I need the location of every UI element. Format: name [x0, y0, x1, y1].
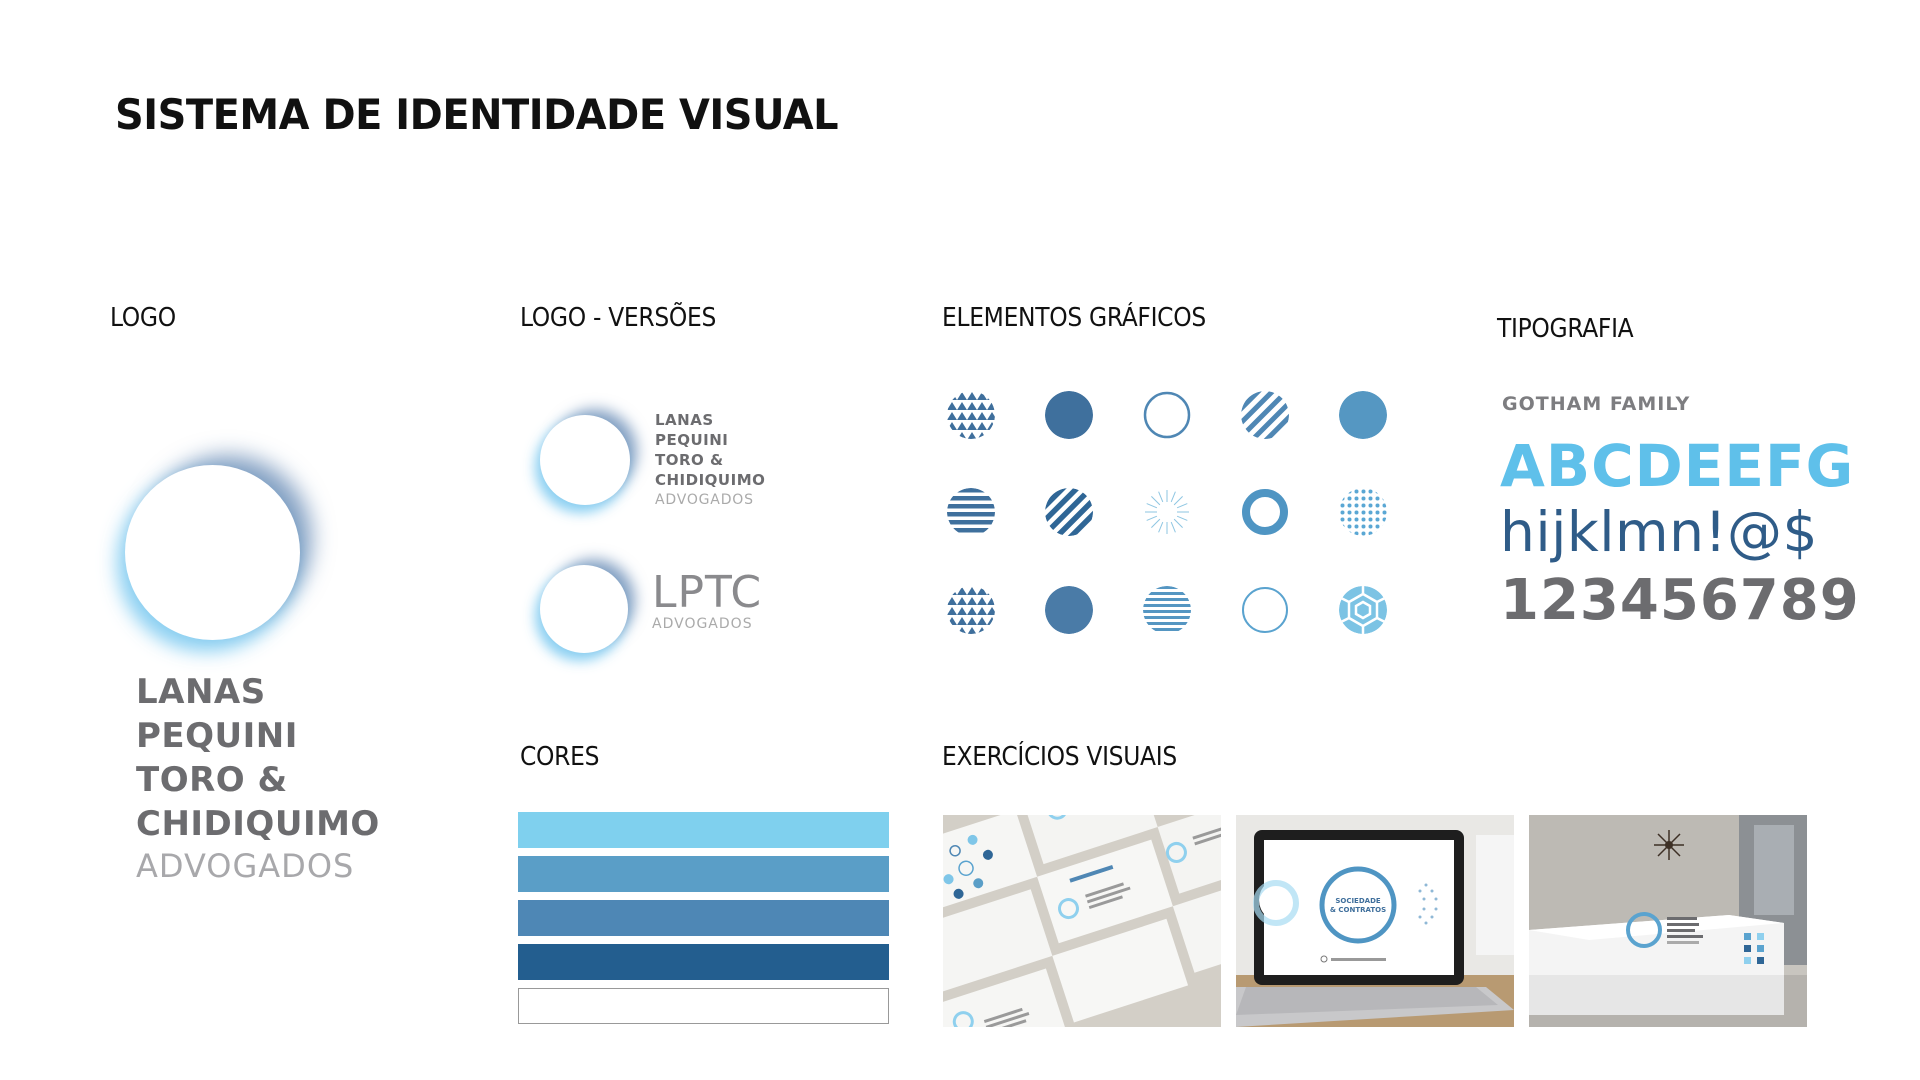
- triangle-pattern-icon: [947, 586, 995, 634]
- hexagon-pattern-icon: [1339, 586, 1387, 634]
- version-line: LANAS: [655, 411, 714, 429]
- laptop-mockup: SOCIEDADE & CONTRATOS: [1236, 815, 1514, 1027]
- ring-thin-light-icon: [1241, 586, 1289, 634]
- diagonal-stripes-icon: [1241, 391, 1289, 439]
- radial-lines-icon: [1143, 488, 1191, 536]
- version-short-wordmark: LPTC ADVOGADOS: [652, 567, 763, 633]
- version-line: CHIDIQUIMO: [655, 471, 766, 489]
- version-line: PEQUINI: [655, 431, 729, 449]
- typography-lowercase-sample: hijklmn!@$: [1500, 500, 1819, 564]
- ring-thin-icon: [1143, 391, 1191, 439]
- typography-numbers-sample: 123456789: [1500, 568, 1860, 633]
- typography-uppercase-sample: ABCDEEFG: [1500, 432, 1855, 500]
- logo-subline: ADVOGADOS: [136, 847, 355, 885]
- version-full-circle: [540, 415, 630, 505]
- logo-line: LANAS: [136, 672, 266, 712]
- version-full-wordmark: LANAS PEQUINI TORO & CHIDIQUIMO ADVOGADO…: [655, 410, 765, 510]
- section-graphics-heading: ELEMENTOS GRÁFICOS: [942, 303, 1206, 333]
- reception-desk-mockup: [1529, 815, 1807, 1027]
- color-swatch-light-blue: [518, 812, 889, 848]
- solid-circle-icon: [1045, 391, 1093, 439]
- horizontal-stripes-light-icon: [1143, 586, 1191, 634]
- color-swatch-steel-blue: [518, 900, 889, 936]
- solid-circle-icon: [1045, 586, 1093, 634]
- color-swatch-white: [518, 988, 889, 1024]
- version-short-name: LPTC: [652, 567, 763, 618]
- logo-line: CHIDIQUIMO: [136, 804, 380, 844]
- page-title: SISTEMA DE IDENTIDADE VISUAL: [115, 90, 839, 139]
- logo-wordmark: LANAS PEQUINI TORO & CHIDIQUIMO ADVOGADO…: [136, 670, 380, 886]
- version-line: TORO &: [655, 451, 724, 469]
- color-swatch-dark-blue: [518, 944, 889, 980]
- version-subline: ADVOGADOS: [655, 492, 754, 508]
- color-swatch-mid-blue: [518, 856, 889, 892]
- business-cards-mockup: [943, 815, 1221, 1027]
- diagonal-stripes-dark-icon: [1045, 488, 1093, 536]
- solid-circle-light-icon: [1339, 391, 1387, 439]
- logo-line: PEQUINI: [136, 716, 298, 756]
- logo-circle: [125, 465, 300, 640]
- laptop-screen-text-2: & CONTRATOS: [1330, 906, 1386, 914]
- section-typography-heading: TIPOGRAFIA: [1497, 314, 1634, 344]
- section-versions-heading: LOGO - VERSÕES: [520, 303, 717, 333]
- triangle-pattern-icon: [947, 391, 995, 439]
- section-colors-heading: CORES: [520, 742, 600, 772]
- ring-thick-icon: [1241, 488, 1289, 536]
- dots-pattern-icon: [1339, 488, 1387, 536]
- laptop-screen-text-1: SOCIEDADE: [1335, 897, 1381, 905]
- typography-family-label: GOTHAM FAMILY: [1502, 393, 1691, 415]
- horizontal-stripes-icon: [947, 488, 995, 536]
- section-logo-heading: LOGO: [110, 303, 176, 333]
- section-exercises-heading: EXERCÍCIOS VISUAIS: [942, 742, 1177, 772]
- version-short-circle: [540, 565, 628, 653]
- version-short-sub: ADVOGADOS: [652, 616, 753, 632]
- logo-line: TORO &: [136, 760, 288, 800]
